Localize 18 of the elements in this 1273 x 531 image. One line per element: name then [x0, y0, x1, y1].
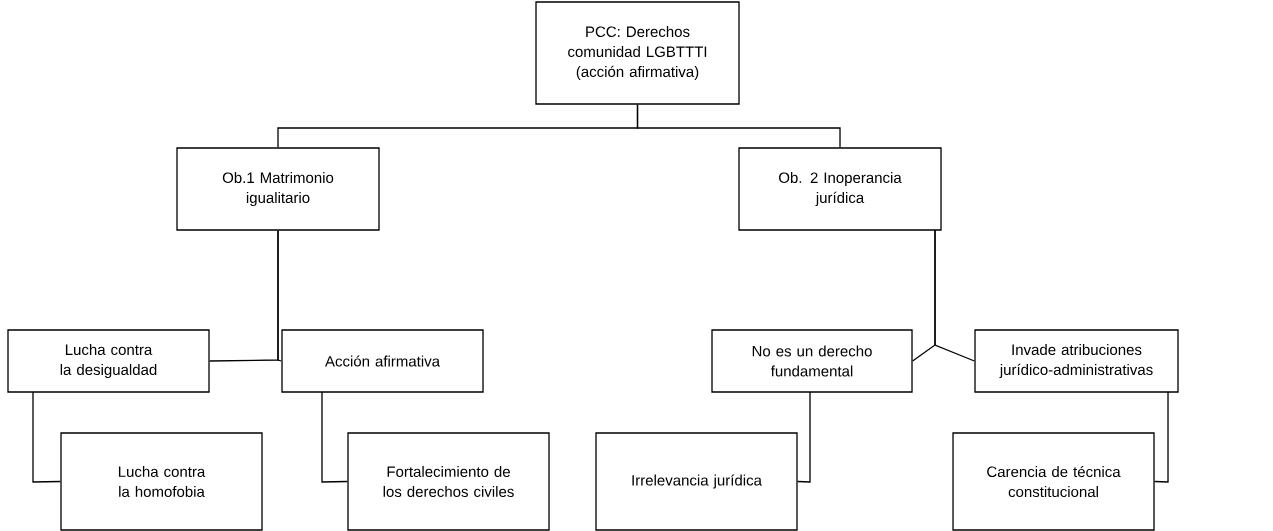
- connector-line: [934, 229, 975, 362]
- text-box: Ob.1 Matrimonio igualitario: [176, 147, 380, 231]
- connector-line: [32, 391, 61, 483]
- connector-line: [797, 391, 811, 483]
- text-box: Ob. 2 Inoperancia jurídica: [738, 147, 942, 231]
- connector-line: [277, 230, 282, 362]
- text-box: Lucha contra la homofobia: [60, 432, 263, 531]
- text-box: Irrelevancia jurídica: [595, 432, 798, 531]
- connector-line: [1154, 391, 1169, 483]
- text-box: Carencia de técnica constitucional: [952, 432, 1155, 531]
- text-box: Acción afirmativa: [281, 329, 484, 393]
- connector-line: [636, 104, 841, 148]
- text-box: PCC: Derechos comunidad LGBTTTI (acción afirmativa): [535, 1, 740, 105]
- text-box: Invade atribuciones jurídico-administrativas: [974, 329, 1179, 393]
- text-box: Lucha contra la desigualdad: [7, 329, 210, 393]
- connector-line: [321, 391, 348, 483]
- text-box: No es un derecho fundamental: [711, 329, 913, 393]
- text-box: Fortalecimiento de los derechos civiles: [347, 432, 550, 531]
